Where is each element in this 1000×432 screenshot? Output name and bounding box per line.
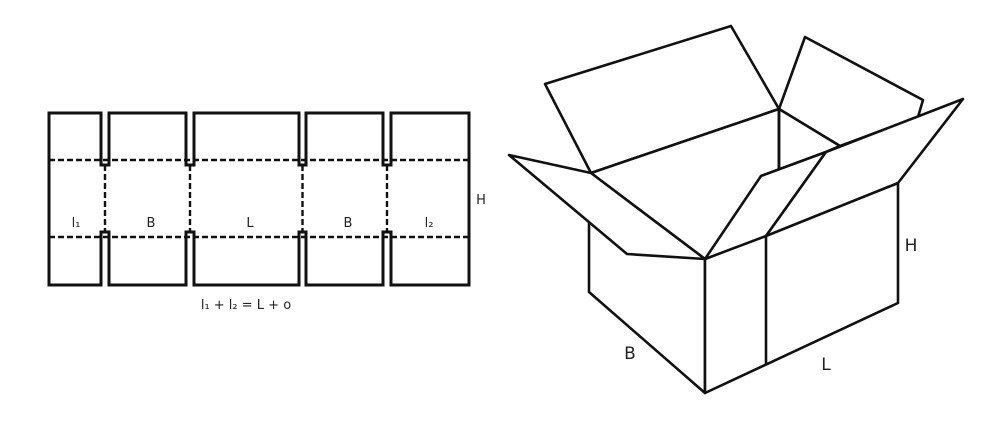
- flap-right-long: [764, 97, 965, 238]
- open-box-illustration: B L H: [507, 24, 965, 395]
- panel-label-l1: l₁: [72, 216, 81, 231]
- box-net: l₁ B L B l₂ H l₁ + l₂ = L + o: [47, 111, 486, 313]
- net-outline: [47, 111, 471, 287]
- net-formula: l₁ + l₂ = L + o: [201, 298, 291, 313]
- panel-label-l: L: [246, 216, 254, 231]
- box-l-label: L: [821, 355, 831, 375]
- box-h-label: H: [905, 236, 918, 256]
- net-height-label: H: [476, 193, 486, 208]
- box-b-label: B: [624, 344, 636, 364]
- panel-label-l2: l₂: [425, 216, 434, 231]
- panel-label-b1: B: [147, 216, 156, 231]
- panel-label-b2: B: [344, 216, 353, 231]
